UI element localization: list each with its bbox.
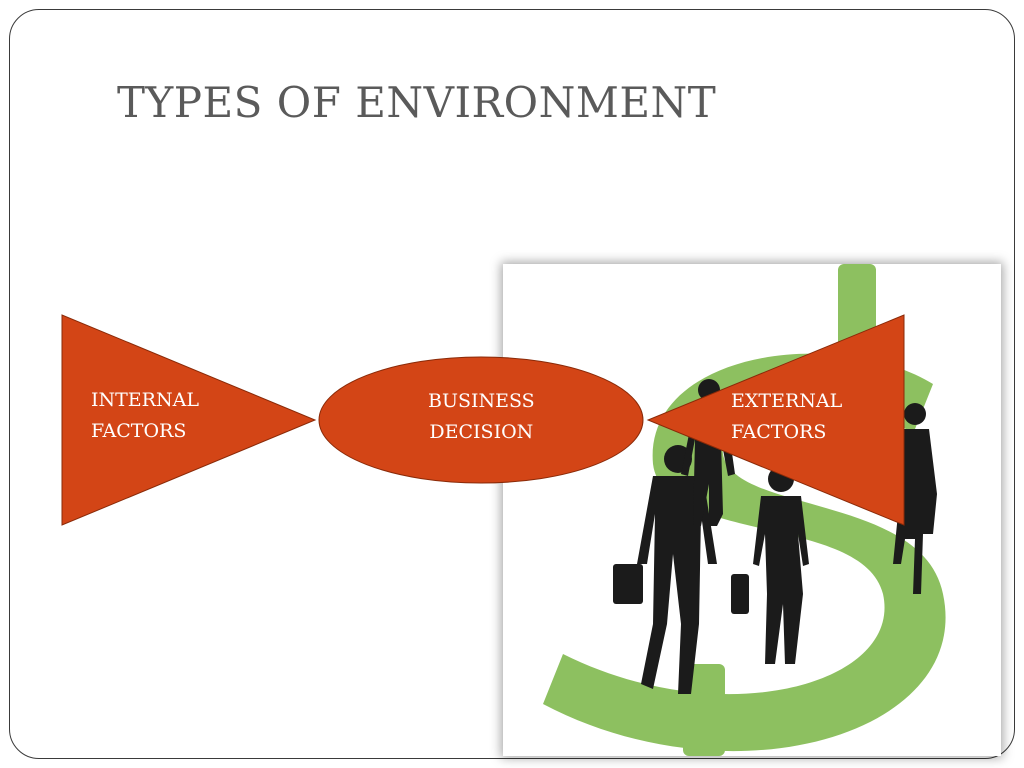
external-factors-line1: EXTERNAL bbox=[731, 390, 843, 412]
internal-factors-label: INTERNAL FACTORS bbox=[91, 385, 199, 447]
business-decision-line2: DECISION bbox=[429, 421, 534, 443]
illustration-graphic bbox=[543, 264, 946, 756]
external-factors-label: EXTERNAL FACTORS bbox=[731, 386, 842, 448]
business-decision-line1: BUSINESS bbox=[428, 390, 535, 412]
business-people-dollar-illustration bbox=[503, 264, 1001, 756]
internal-factors-line1: INTERNAL bbox=[91, 389, 199, 411]
business-decision-label: BUSINESS DECISION bbox=[428, 386, 535, 448]
dollar-sign-icon bbox=[543, 264, 946, 756]
slide-title: TYPES OF ENVIRONMENT bbox=[117, 78, 717, 127]
internal-factors-line2: FACTORS bbox=[91, 420, 187, 442]
external-factors-line2: FACTORS bbox=[731, 421, 827, 443]
